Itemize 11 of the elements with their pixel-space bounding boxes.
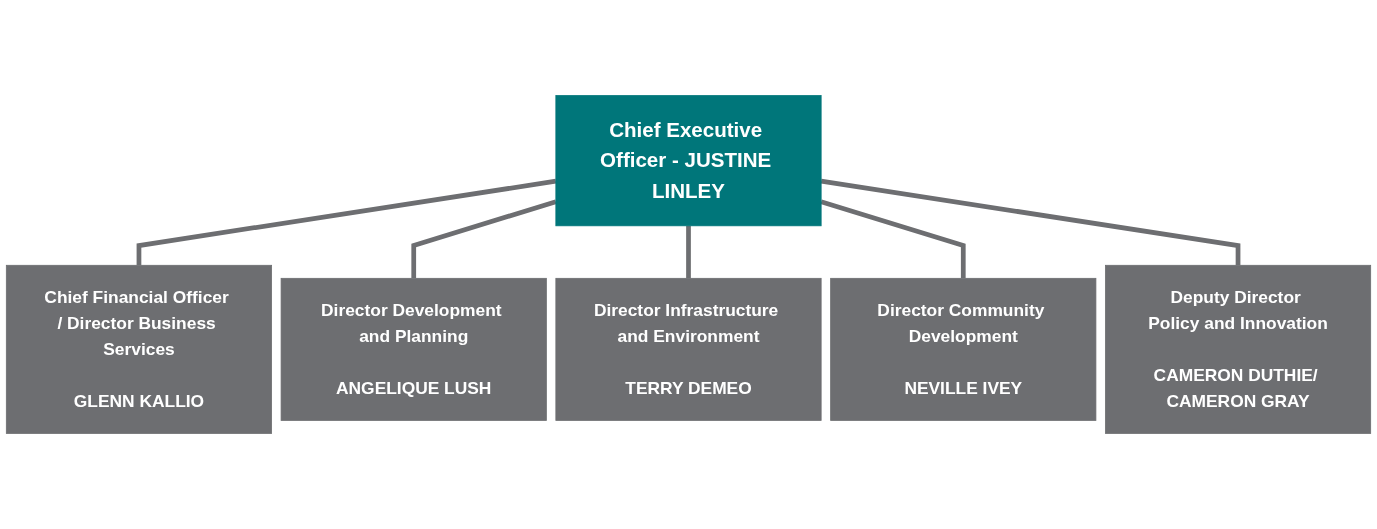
node-box: Chief Executive Officer - JUSTINE LINLEY xyxy=(555,95,822,227)
connector xyxy=(820,199,966,279)
connector xyxy=(411,199,557,279)
node-box: Director Community Development NEVILLE IVEY xyxy=(830,277,1097,421)
connector xyxy=(820,178,1241,266)
node-box: Director Development and Planning ANGELIQUE LUSH xyxy=(280,277,547,421)
connector xyxy=(136,178,557,266)
node-box: Director Infrastructure and Environment TERRY DEMEO xyxy=(555,277,822,421)
node-box: Chief Financial Officer / Director Business Services GLENN KALLIO xyxy=(5,264,272,434)
connector xyxy=(686,225,691,279)
node-box: Deputy Director Policy and Innovation CAMERON DUTHIE/ CAMERON GRAY xyxy=(1105,264,1372,434)
